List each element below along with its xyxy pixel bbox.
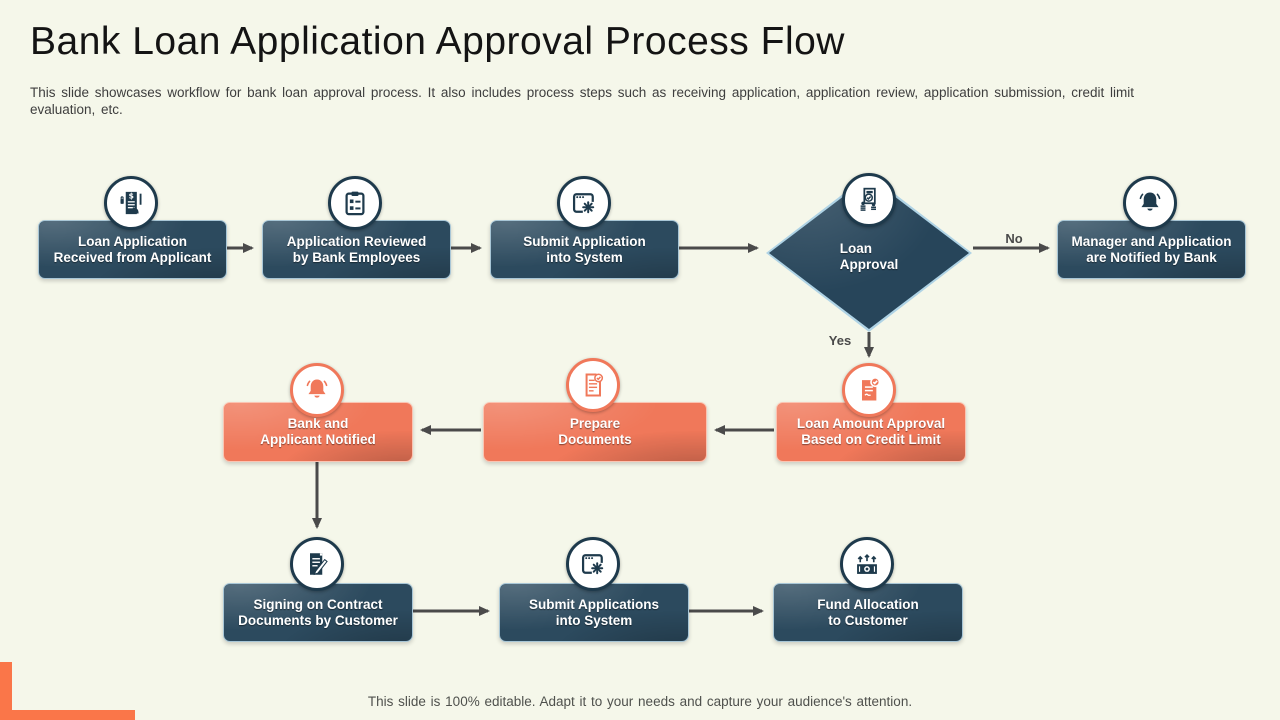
node-application-reviewed[interactable]: Application Reviewed by Bank Employees [262, 220, 451, 279]
node-label: Fund Allocation to Customer [817, 596, 919, 628]
footer-note: This slide is 100% editable. Adapt it to… [367, 694, 913, 709]
node-prepare-documents[interactable]: Prepare Documents [483, 402, 707, 462]
bell-icon [290, 363, 344, 417]
slide-subtitle: This slide showcases workflow for bank l… [30, 85, 1135, 117]
prepare-document-icon [566, 358, 620, 412]
node-manager-notified[interactable]: Manager and Application are Notified by … [1057, 220, 1246, 279]
node-submit-applications[interactable]: Submit Applications into System [499, 583, 689, 642]
loan-document-icon: $ [104, 176, 158, 230]
node-fund-allocation[interactable]: Fund Allocation to Customer [773, 583, 963, 642]
contract-signing-icon [290, 537, 344, 591]
node-label: Loan Application Received from Applicant [53, 233, 212, 265]
node-label: Submit Applications into System [528, 596, 659, 628]
node-bank-applicant-notified[interactable]: Bank and Applicant Notified [223, 402, 413, 462]
node-label: Loan Approval [839, 241, 899, 272]
money-allocation-icon [840, 537, 894, 591]
node-label: Application Reviewed by Bank Employees [286, 233, 427, 265]
checklist-clipboard-icon [328, 176, 382, 230]
system-window-gear-icon [566, 537, 620, 591]
node-label: Loan Amount Approval Based on Credit Lim… [796, 416, 946, 447]
node-signing-contract[interactable]: Signing on Contract Documents by Custome… [223, 583, 413, 642]
document-check-icon [842, 363, 896, 417]
node-label: Bank and Applicant Notified [260, 416, 376, 447]
svg-text:$: $ [129, 192, 134, 201]
page-title: Bank Loan Application Approval Process F… [30, 20, 845, 63]
node-label: Signing on Contract Documents by Custome… [238, 596, 398, 628]
node-submit-application[interactable]: Submit Application into System [490, 220, 679, 279]
system-window-gear-icon [557, 176, 611, 230]
approval-stamp-icon [842, 173, 896, 227]
edge-label-yes: Yes [828, 333, 852, 348]
corner-accent-vertical [0, 662, 12, 720]
node-label: Submit Application into System [523, 233, 646, 265]
bell-icon [1123, 176, 1177, 230]
corner-accent-horizontal [0, 710, 135, 720]
edge-label-no: No [1005, 231, 1023, 246]
node-label: Prepare Documents [558, 416, 632, 447]
node-label: Manager and Application are Notified by … [1071, 233, 1232, 265]
